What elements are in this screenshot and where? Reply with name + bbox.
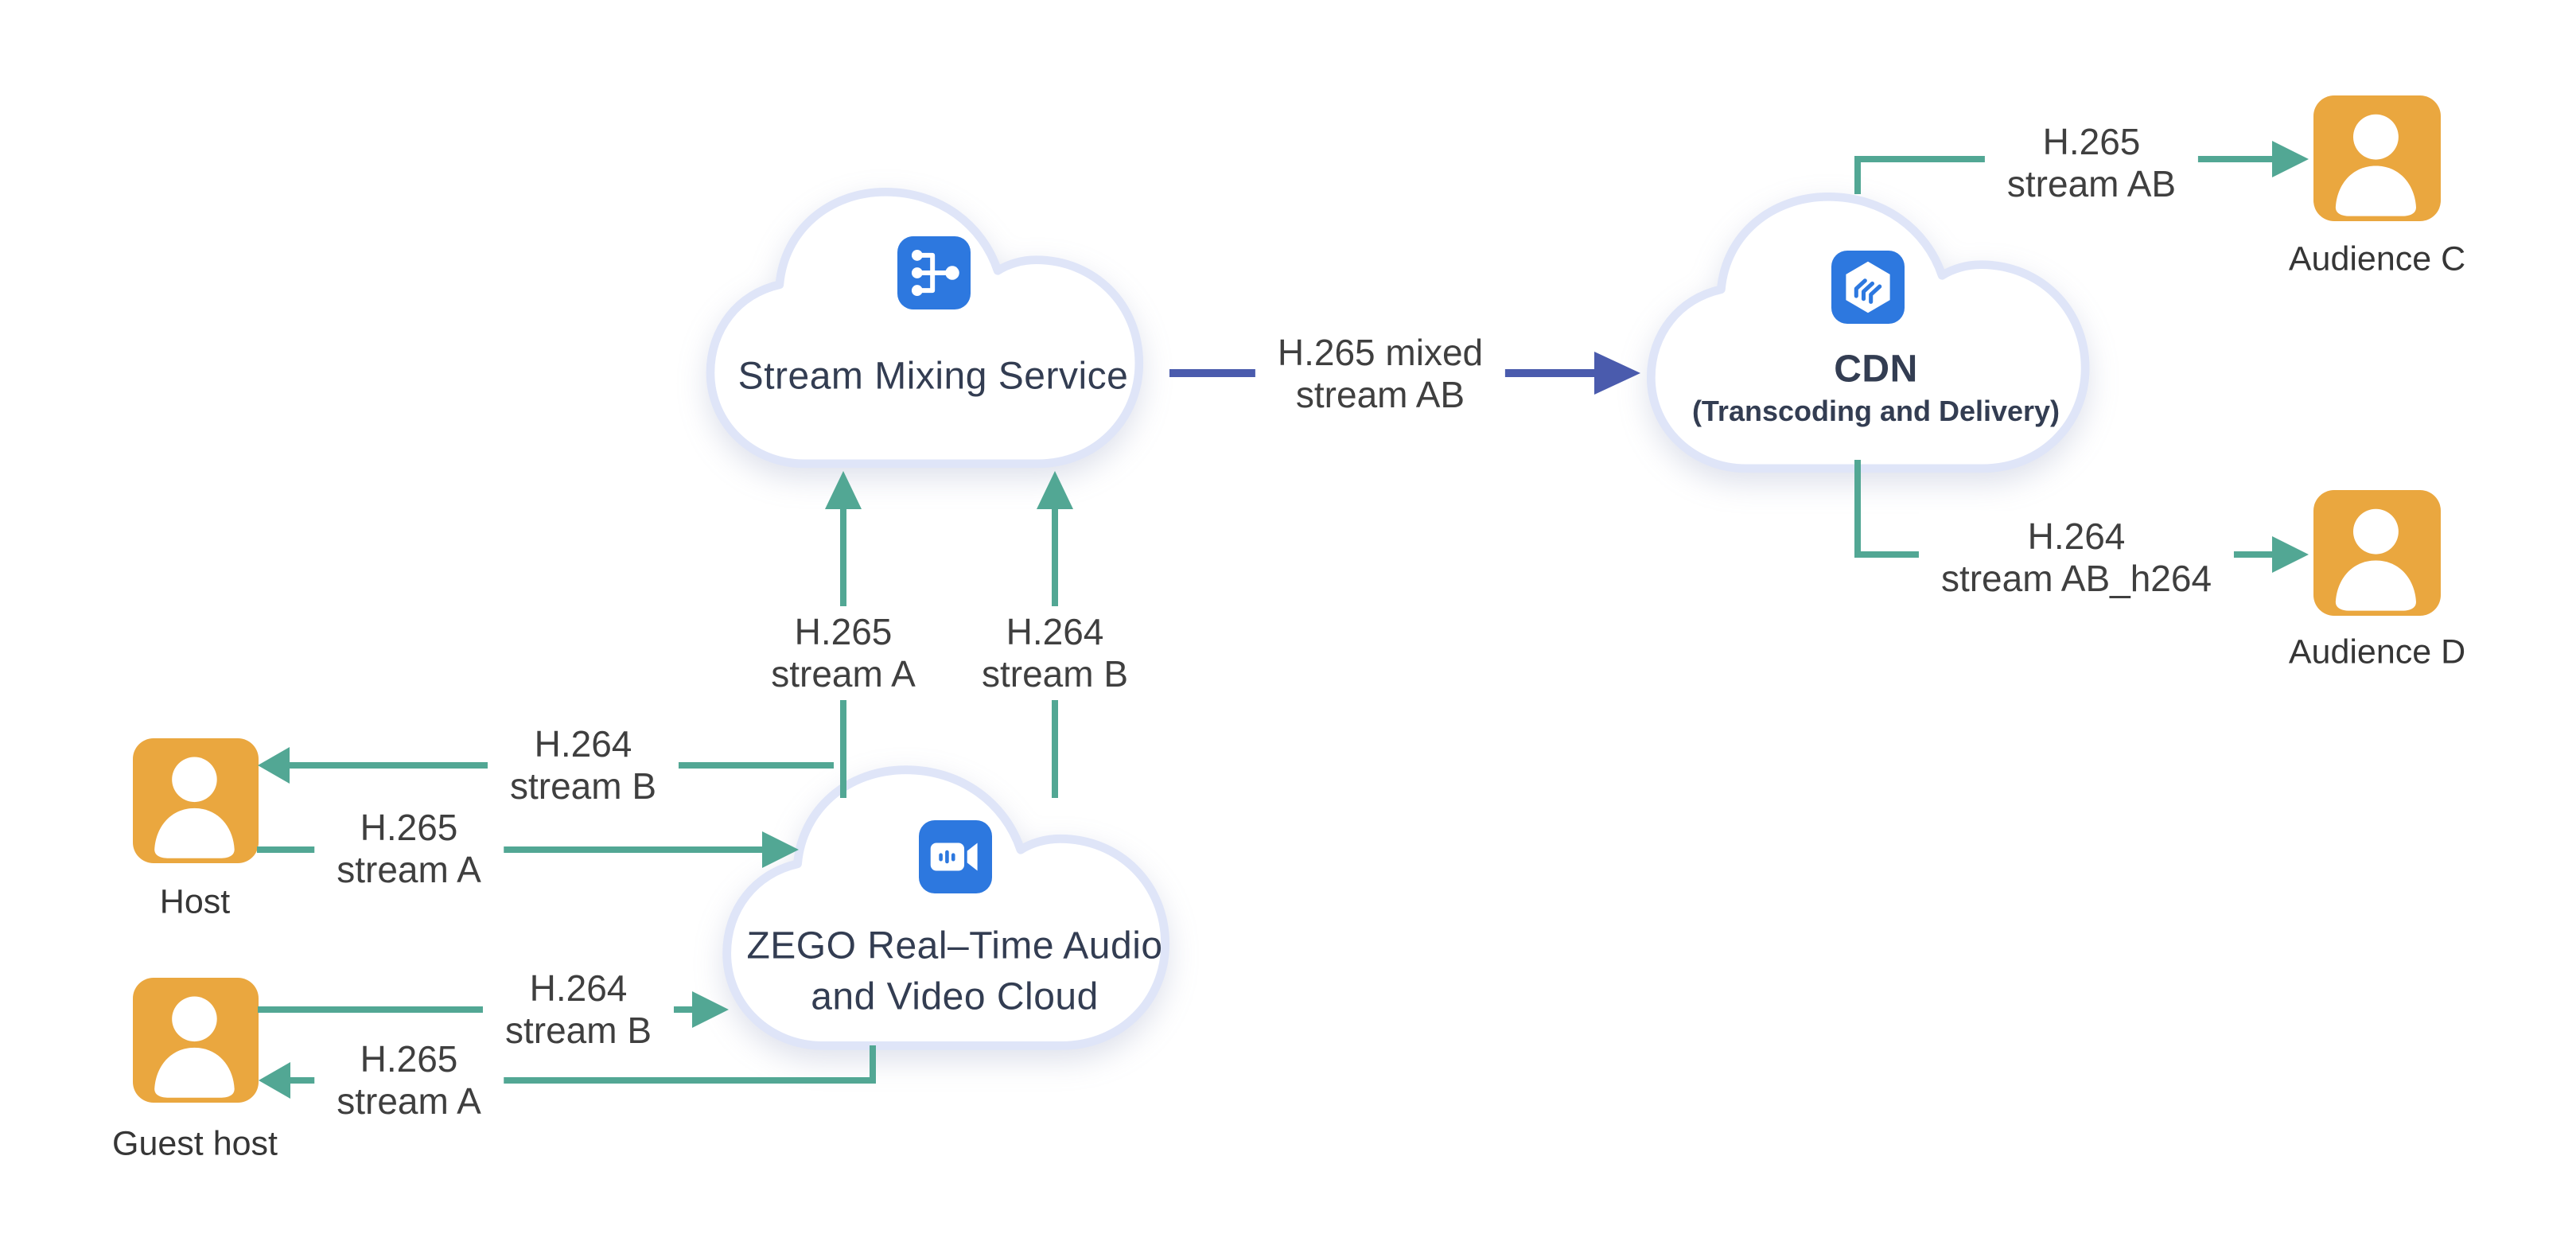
host-label: Host (159, 882, 231, 921)
cloud-stream-mixing-service (706, 188, 1144, 469)
arrowhead-right-audience-c (2272, 141, 2309, 177)
arrowhead-up-sms-a (825, 471, 862, 509)
audience-d-user-icon (2313, 490, 2441, 616)
cloud-cdn (1646, 193, 2090, 473)
cloud-title-stream-mixing: Stream Mixing Service (737, 355, 1129, 398)
stream-label-line2: stream B (504, 1010, 652, 1051)
arrowhead-right-zego-a (762, 831, 799, 868)
stream-label-line1: H.265 (360, 1038, 458, 1080)
stream-merge-icon (897, 236, 971, 309)
arrowhead-right-audience-d (2272, 536, 2309, 573)
stream-label-line1: H.265 mixed (1277, 332, 1484, 373)
stream-label-cdn-to-audience-c: H.265 stream AB (1984, 116, 2199, 210)
arrowhead-up-sms-b (1037, 471, 1073, 509)
stub-cdn-to-audience-d (1854, 460, 1861, 558)
stream-label-line2: stream AB (2006, 163, 2177, 204)
stream-label-line2: stream A (337, 849, 481, 890)
arrowhead-left-guest (259, 1062, 290, 1099)
guest-host-label: Guest host (112, 1124, 278, 1163)
cloud-title-zego-line1: ZEGO Real–Time Audio (746, 924, 1163, 967)
stream-label-line2: stream A (771, 653, 916, 695)
stream-label-zego-to-sms-a: H.265 stream A (749, 606, 938, 700)
cloud-title-cdn: CDN (1834, 348, 1918, 391)
stream-label-line1: H.264 (2027, 516, 2126, 557)
stream-label-line1: H.264 (1006, 611, 1104, 652)
arrowhead-left-host (258, 747, 290, 784)
stream-label-cdn-to-audience-d: H.264 stream AB_h264 (1918, 511, 2235, 605)
cloud-subtitle-cdn: (Transcoding and Delivery) (1691, 395, 2060, 427)
arrowhead-right-zego-b (692, 991, 729, 1028)
stream-label-line2: stream AB_h264 (1940, 558, 2212, 599)
line-guest-to-zego (258, 1006, 692, 1013)
audience-d-label: Audience D (2288, 632, 2466, 671)
cloud-zego-rtc (722, 765, 1170, 1050)
stream-label-line2: stream B (981, 653, 1129, 695)
line-zego-to-guest (290, 1077, 876, 1084)
stream-label-sms-to-cdn: H.265 mixed stream AB (1255, 327, 1506, 421)
stub-zego-to-guest (870, 1045, 876, 1084)
stream-label-line1: H.264 (534, 723, 632, 765)
guest-host-user-icon (133, 978, 259, 1103)
stream-label-line1: H.265 (360, 807, 458, 848)
stream-label-zego-to-host: H.264 stream B (487, 718, 679, 812)
line-host-to-zego (257, 846, 762, 853)
host-user-icon (133, 738, 259, 863)
stream-label-line1: H.265 (2042, 121, 2141, 162)
video-camera-icon (919, 820, 992, 893)
stream-label-line1: H.265 (794, 611, 893, 652)
stream-label-host-to-zego: H.265 stream A (314, 802, 504, 896)
cdn-hexagon-icon (1831, 251, 1905, 324)
stub-cdn-to-audience-c (1854, 156, 1861, 194)
stream-label-line1: H.264 (529, 967, 628, 1009)
stream-label-line2: stream A (337, 1080, 481, 1122)
audience-c-label: Audience C (2288, 239, 2466, 278)
stream-label-line2: stream B (509, 765, 657, 807)
stream-label-line2: stream AB (1295, 374, 1465, 415)
stream-label-guest-to-zego: H.264 stream B (482, 963, 675, 1057)
audience-c-user-icon (2313, 95, 2441, 221)
arrowhead-right-cdn (1594, 352, 1640, 395)
stream-label-zego-to-guest: H.265 stream A (314, 1033, 504, 1127)
cloud-title-zego-line2: and Video Cloud (811, 975, 1099, 1018)
stream-label-zego-to-sms-b: H.264 stream B (959, 606, 1151, 700)
